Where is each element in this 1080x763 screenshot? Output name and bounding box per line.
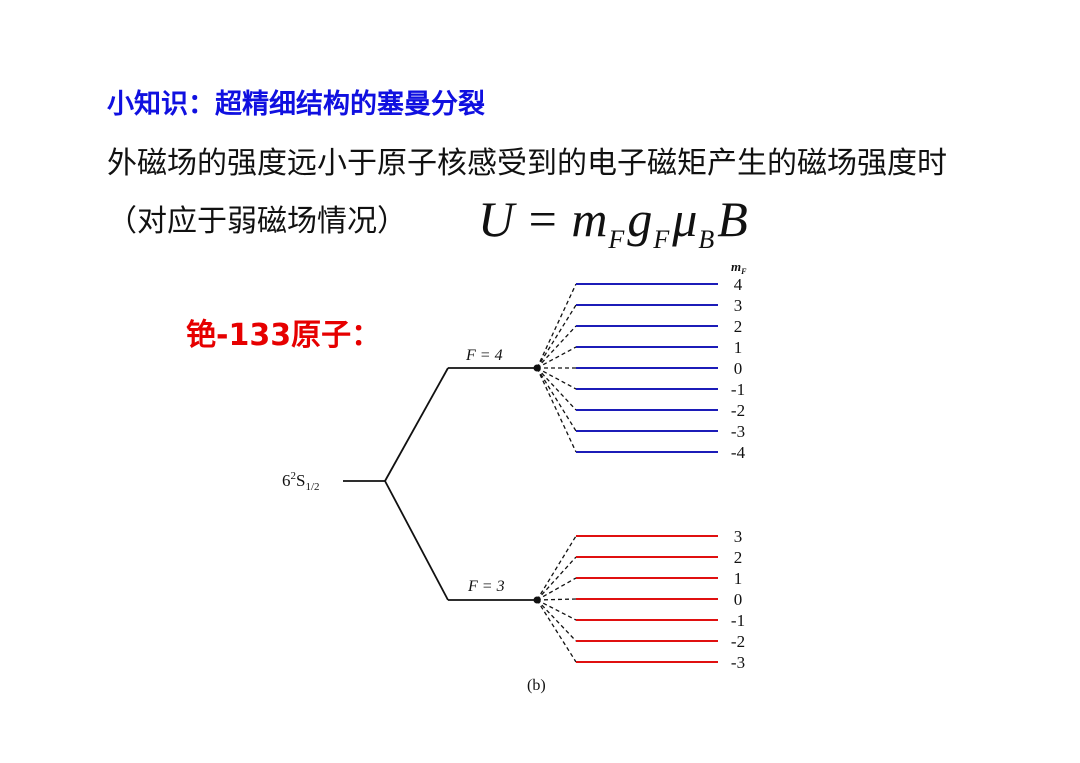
ground-state-letter: S — [296, 471, 305, 490]
formula-mu: μ — [672, 191, 699, 247]
mF-value-label: 0 — [734, 359, 743, 378]
split-dashed-line — [536, 556, 577, 601]
split-dashed-line — [536, 599, 577, 663]
split-dashed-line — [536, 599, 577, 642]
split-dashed-line — [536, 304, 577, 369]
branch-upper — [384, 367, 449, 482]
mF-value-label: -1 — [731, 380, 745, 399]
mF-value-label: 2 — [734, 548, 743, 567]
split-dashed-line — [536, 325, 577, 369]
mF-value-label: 3 — [734, 296, 743, 315]
formula-sub-B: B — [698, 225, 716, 254]
mF-value-label: -1 — [731, 611, 745, 630]
mF-value-label: -2 — [731, 401, 745, 420]
ground-state-label: 62S1/2 — [282, 470, 320, 493]
mF-value-label: 1 — [734, 338, 743, 357]
level-F3-label: F = 3 — [467, 578, 505, 595]
formula-m: m — [571, 191, 609, 247]
mF-value-label: 0 — [734, 590, 743, 609]
page-title: 小知识：超精细结构的塞曼分裂 — [107, 89, 485, 120]
description-line-2: （对应于弱磁场情况） — [107, 204, 407, 239]
formula-equals: = — [515, 191, 572, 247]
zeeman-sublevels: 4 3 2 1 0 -1 -2 -3 -4 3 2 1 0 -1 -2 -3 — [533, 275, 746, 672]
formula-sub-F1: F — [608, 225, 626, 254]
mF-value-label: 4 — [734, 275, 743, 294]
split-dashed-line — [536, 535, 577, 601]
zeeman-energy-formula: U = mFgFμBB — [478, 190, 749, 255]
split-dashed-line — [536, 367, 577, 390]
level-F4-label: F = 4 — [465, 347, 503, 364]
formula-g: g — [627, 191, 654, 247]
ground-state-sub: 1/2 — [305, 481, 319, 493]
split-dashed-line — [536, 599, 577, 621]
mF-value-label: -4 — [731, 443, 746, 462]
split-dashed-line — [536, 346, 577, 369]
formula-B: B — [717, 191, 749, 247]
mF-header-m: m — [731, 259, 741, 274]
mF-value-label: -3 — [731, 422, 745, 441]
atom-label: 铯-133原子： — [186, 318, 382, 353]
description-line-1: 外磁场的强度远小于原子核感受到的电子磁矩产生的磁场强度时 — [107, 146, 947, 181]
mF-value-label: -3 — [731, 653, 745, 672]
ground-state-sup: 2 — [291, 470, 297, 482]
formula-U: U — [478, 191, 516, 247]
mF-value-label: -2 — [731, 632, 745, 651]
split-dashed-line — [536, 283, 577, 369]
split-dashed-line — [536, 367, 577, 432]
mF-value-label: 1 — [734, 569, 743, 588]
diagram-caption: (b) — [527, 677, 546, 694]
mF-header-sub: F — [740, 267, 747, 276]
split-dashed-line — [536, 367, 577, 453]
split-dashed-line — [536, 598, 577, 601]
split-dashed-line — [536, 367, 577, 411]
split-dashed-line — [536, 577, 577, 601]
mF-value-label: 3 — [734, 527, 743, 546]
formula-sub-F2: F — [653, 225, 671, 254]
mF-value-label: 2 — [734, 317, 743, 336]
ground-state-n: 6 — [282, 471, 291, 490]
mF-header: mF — [731, 259, 747, 276]
branch-lower — [384, 480, 449, 601]
